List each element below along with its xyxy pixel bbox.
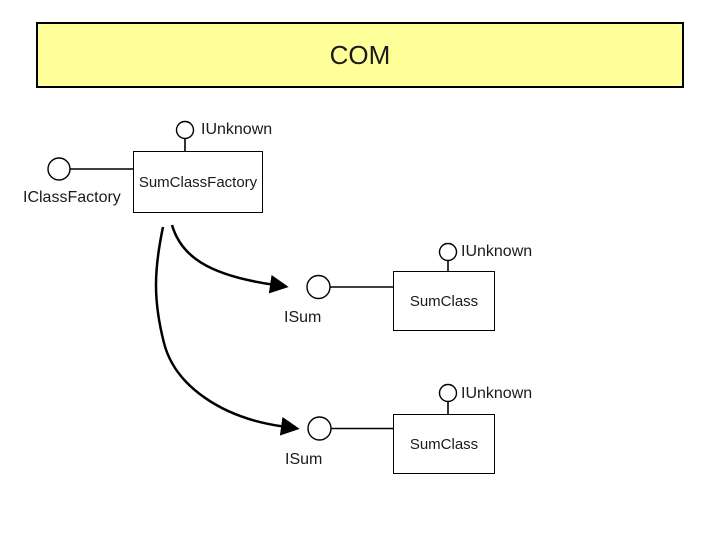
sumclass2-isum-label: ISum bbox=[285, 451, 323, 468]
title-banner: COM bbox=[36, 22, 684, 88]
factory-iunknown-label: IUnknown bbox=[201, 121, 273, 138]
factory-box: SumClassFactory bbox=[133, 151, 263, 213]
factory-box-label: SumClassFactory bbox=[138, 173, 258, 191]
sumclass1-iunknown-lollipop-icon bbox=[438, 242, 458, 262]
sumclass1-box-label: SumClass bbox=[409, 292, 479, 310]
factory-iclassfactory-lollipop-icon bbox=[47, 157, 71, 181]
sumclass1-isum-lollipop-icon bbox=[306, 274, 331, 300]
sumclass1-box: SumClass bbox=[393, 271, 495, 331]
sumclass2-box-label: SumClass bbox=[409, 435, 479, 453]
sumclass1-isum-label: ISum bbox=[284, 309, 322, 326]
sumclass2-iunknown-label: IUnknown bbox=[461, 385, 533, 402]
factory-to-sumclass2-arrow bbox=[154, 226, 300, 436]
sumclass1-iunknown-label: IUnknown bbox=[461, 243, 533, 260]
sumclass2-box: SumClass bbox=[393, 414, 495, 474]
factory-iunknown-lollipop-icon bbox=[175, 120, 195, 140]
title-text: COM bbox=[329, 39, 391, 70]
sumclass2-iunknown-lollipop-icon bbox=[438, 383, 458, 403]
factory-iclassfactory-label: IClassFactory bbox=[23, 189, 121, 206]
factory-to-sumclass1-arrow bbox=[170, 224, 289, 294]
sumclass2-isum-lollipop-icon bbox=[307, 416, 332, 441]
